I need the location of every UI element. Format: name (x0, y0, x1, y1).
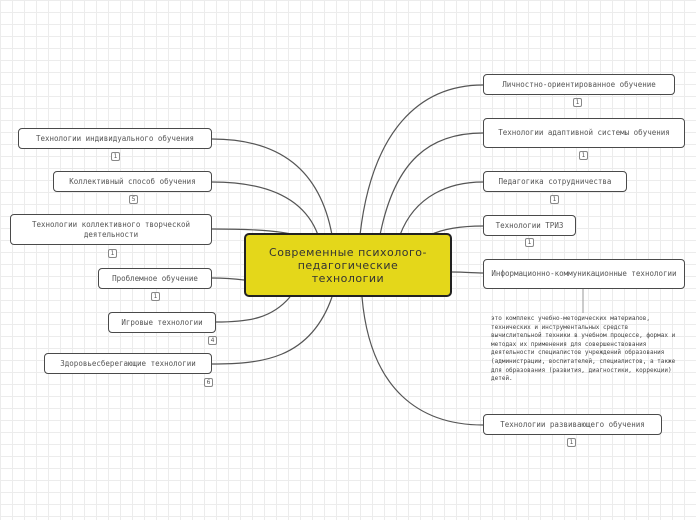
topic-label: Педагогика сотрудничества (498, 176, 612, 186)
connector-line (359, 84, 484, 236)
connector-line (211, 138, 333, 236)
topic-label: Информационно-коммуникационные технологи… (491, 269, 677, 278)
child-count-badge[interactable]: 1 (525, 238, 534, 247)
child-count-badge[interactable]: 1 (108, 249, 117, 258)
child-count-badge[interactable]: 1 (111, 152, 120, 161)
topic-triz[interactable]: Технологии ТРИЗ (483, 215, 576, 236)
topic-label: Проблемное обучение (112, 273, 198, 283)
topic-label: Технологии адаптивной системы обучения (498, 128, 670, 137)
child-count-badge[interactable]: 1 (579, 151, 588, 160)
topic-adaptive-system[interactable]: Технологии адаптивной системы обучения (483, 118, 685, 148)
child-count-badge[interactable]: 1 (151, 292, 160, 301)
child-count-badge[interactable]: 6 (204, 378, 213, 387)
topic-label: Коллективный способ обучения (69, 176, 196, 186)
child-count-badge[interactable]: 1 (567, 438, 576, 447)
topic-label: Технологии индивидуального обучения (35, 133, 195, 143)
topic-label: Технологии развивающего обучения (500, 419, 645, 429)
topic-health-saving[interactable]: Здоровьесберегающие технологии (44, 353, 212, 374)
topic-problem-learning[interactable]: Проблемное обучение (98, 268, 212, 289)
topic-individual-learning[interactable]: Технологии индивидуального обучения (18, 128, 212, 149)
topic-developmental-learning[interactable]: Технологии развивающего обучения (483, 414, 662, 435)
topic-collective-method[interactable]: Коллективный способ обучения (53, 171, 212, 192)
child-count-badge[interactable]: 1 (550, 195, 559, 204)
connector-line (451, 271, 484, 274)
topic-ict[interactable]: Информационно-коммуникационные технологи… (483, 259, 685, 289)
topic-collective-creative[interactable]: Технологии коллективного творческой деят… (10, 214, 212, 245)
connector-line (361, 296, 484, 426)
topic-label: Игровые технологии (121, 317, 203, 327)
child-count-badge[interactable]: 1 (573, 98, 582, 107)
connector-line (211, 277, 245, 281)
central-topic-label: Современные психолого-педагогические тех… (269, 245, 427, 285)
child-count-badge[interactable]: 4 (208, 336, 217, 345)
ict-note: это комплекс учебно-методических материа… (491, 315, 676, 383)
topic-label: Здоровьесберегающие технологии (60, 358, 196, 368)
central-topic[interactable]: Современные психолого-педагогические тех… (244, 233, 452, 297)
topic-label: Личностно-ориентированное обучение (502, 79, 656, 89)
connector-line (211, 181, 319, 236)
connector-line (215, 296, 291, 323)
connector-line (211, 296, 333, 365)
topic-person-oriented[interactable]: Личностно-ориентированное обучение (483, 74, 675, 95)
connector-line (399, 181, 484, 236)
topic-game-technologies[interactable]: Игровые технологии (108, 312, 216, 333)
connector-line (379, 132, 484, 236)
child-count-badge[interactable]: 5 (129, 195, 138, 204)
topic-cooperation-pedagogy[interactable]: Педагогика сотрудничества (483, 171, 627, 192)
topic-label: Технологии коллективного творческой деят… (31, 219, 191, 239)
topic-label: Технологии ТРИЗ (495, 220, 564, 230)
